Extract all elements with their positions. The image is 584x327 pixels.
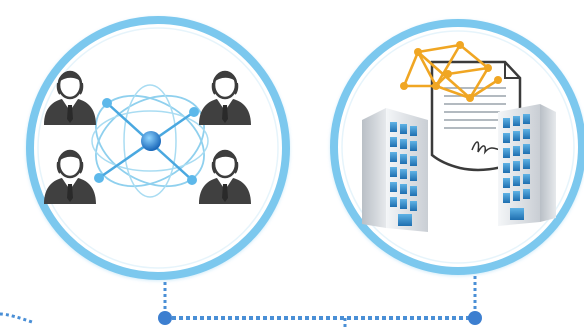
- right-building-icon: [498, 104, 556, 226]
- gold-network-icon: [400, 41, 502, 102]
- signature-icon: [471, 141, 501, 155]
- connector-dot-right: [468, 311, 482, 325]
- connector-dot-left: [158, 311, 172, 325]
- contract-node: [330, 19, 584, 275]
- network-hub-icon: [141, 131, 161, 151]
- connector-line: [0, 258, 482, 327]
- left-building-icon: [362, 108, 428, 232]
- network-node: [26, 16, 290, 280]
- network-orbit-icon: [91, 84, 209, 198]
